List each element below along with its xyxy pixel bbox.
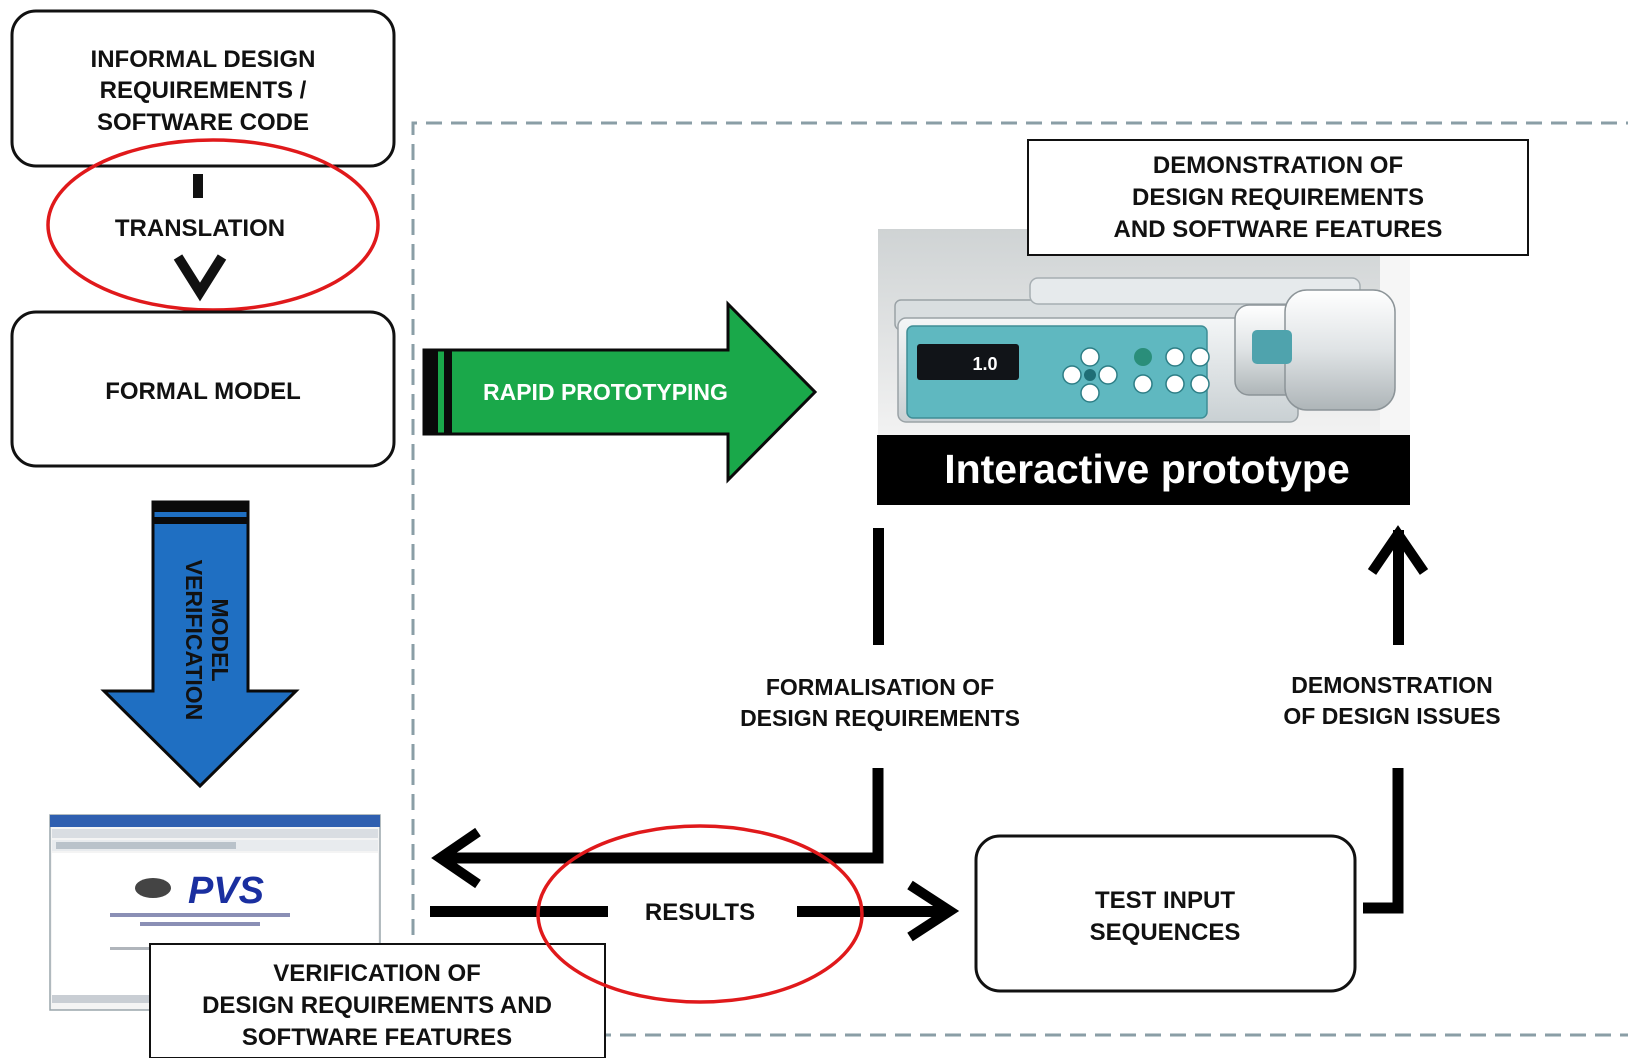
model-verification-arrow — [100, 500, 300, 789]
results-return-line — [445, 768, 884, 864]
design-issues-line-2: OF DESIGN ISSUES — [1283, 703, 1500, 729]
formal-model-box — [10, 310, 396, 468]
device-display-value: 1.0 — [972, 354, 997, 374]
demonstration-line-3: AND SOFTWARE FEATURES — [1114, 216, 1443, 243]
design-issues-arrow-head — [1367, 525, 1429, 575]
demonstration-line-2: DESIGN REQUIREMENTS — [1132, 184, 1424, 211]
informal-requirements-box — [10, 9, 396, 168]
results-label: RESULTS — [645, 899, 755, 926]
model-verification-line-1: MODEL — [207, 598, 233, 681]
model-verification-line-2: VERIFICATION — [181, 560, 207, 721]
dashed-region-border — [411, 121, 1628, 1058]
rapid-prototyping-arrow-band — [424, 350, 438, 434]
results-forward-arrow-head — [907, 880, 960, 942]
rapid-prototyping-arrow-band-2 — [444, 350, 452, 434]
verification-box — [149, 943, 606, 1058]
translation-connector-stem — [193, 174, 203, 198]
results-highlight-ellipse — [536, 824, 864, 1004]
formal-model-label: FORMAL MODEL — [105, 378, 301, 405]
formalisation-line-top — [873, 528, 884, 645]
rapid-prototyping-arrow — [422, 300, 818, 484]
translation-highlight-ellipse — [46, 138, 380, 312]
design-issues-line-1: DEMONSTRATION — [1291, 672, 1492, 698]
model-verification-label-group: MODEL VERIFICATION — [181, 560, 233, 721]
test-input-sequences-box — [974, 834, 1357, 993]
verification-line-3: SOFTWARE FEATURES — [242, 1024, 512, 1051]
verification-line-1: VERIFICATION OF — [273, 960, 481, 987]
translation-label: TRANSLATION — [115, 215, 285, 242]
interactive-prototype-banner — [877, 435, 1410, 505]
pvs-logo-text: PVS — [188, 870, 264, 912]
interactive-prototype-label: Interactive prototype — [944, 446, 1350, 492]
informal-requirements-line-1: INFORMAL DESIGN — [91, 46, 316, 73]
results-forward-line-right — [797, 906, 947, 917]
demonstration-box — [1027, 139, 1529, 256]
design-issues-line-top — [1393, 530, 1404, 645]
test-input-line-1: TEST INPUT — [1095, 887, 1235, 914]
rapid-prototyping-label: RAPID PROTOTYPING — [483, 379, 728, 405]
translation-arrow-head — [173, 254, 227, 302]
design-issues-line-bottom — [1363, 768, 1404, 914]
model-verification-arrow-band-2 — [153, 517, 248, 524]
formalisation-line-2: DESIGN REQUIREMENTS — [740, 705, 1020, 731]
formalisation-line-1: FORMALISATION OF — [766, 674, 994, 700]
verification-line-2: DESIGN REQUIREMENTS AND — [202, 992, 552, 1019]
demonstration-line-1: DEMONSTRATION OF — [1153, 152, 1403, 179]
informal-requirements-line-3: SOFTWARE CODE — [97, 109, 309, 136]
informal-requirements-line-2: REQUIREMENTS / — [100, 77, 307, 104]
results-forward-line-left — [430, 906, 608, 917]
test-input-line-2: SEQUENCES — [1090, 919, 1241, 946]
infusion-pump-image: 1.0 — [878, 229, 1410, 435]
model-verification-arrow-band — [153, 502, 248, 512]
results-return-arrow-head — [431, 827, 481, 889]
